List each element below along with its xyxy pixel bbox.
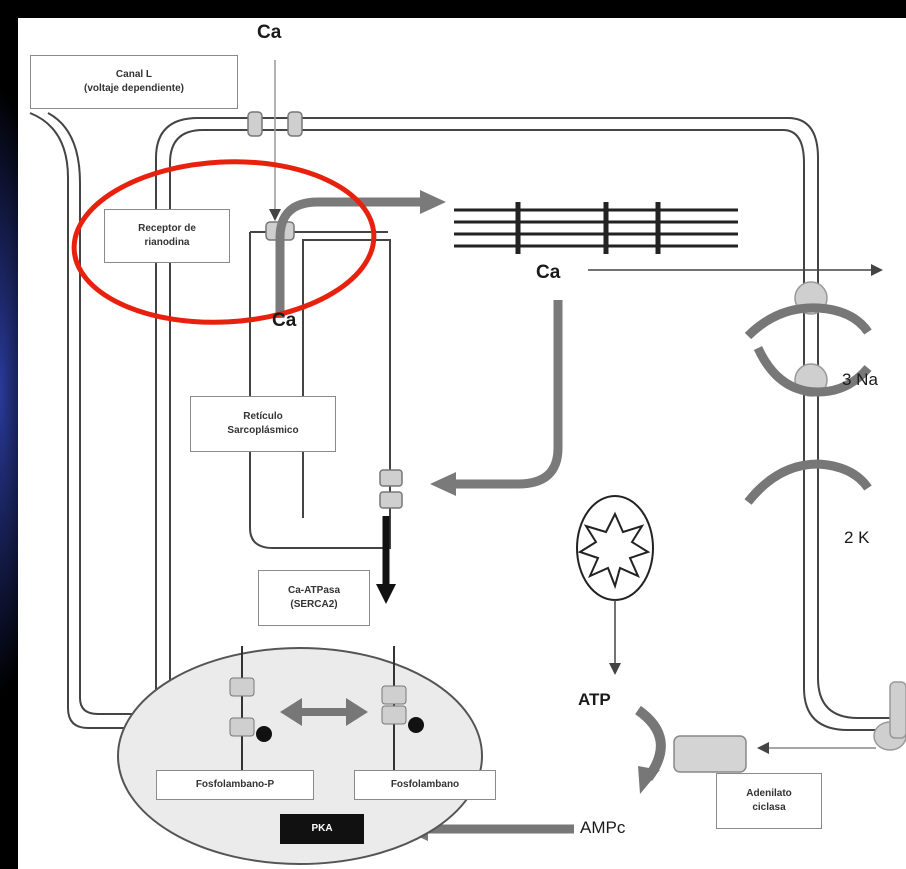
ca-reuptake-arrowhead xyxy=(430,472,456,496)
ca-atpasa-box: Ca-ATPasa(SERCA2) xyxy=(258,570,370,626)
reticulo-line2: Sarcoplásmico xyxy=(227,424,298,438)
atp-to-ampc-arrowhead xyxy=(638,766,660,794)
adenylate-cyclase-shape xyxy=(674,736,746,772)
serca-pump-upper xyxy=(380,470,402,486)
exchange-arrows xyxy=(748,308,868,502)
reticulo-line1: Retículo xyxy=(227,410,298,424)
ca-top-label: Ca xyxy=(257,22,281,44)
sodium-label: 3 Na xyxy=(842,370,878,390)
cardiomyocyte-diagram xyxy=(18,18,906,869)
potassium-label: 2 K xyxy=(844,528,870,548)
ca-release-arrowhead xyxy=(420,190,446,214)
adenilato-line1: Adenilato xyxy=(746,787,792,801)
adenilato-line2: ciclasa xyxy=(746,801,792,815)
cell-membrane xyxy=(30,113,906,730)
canal-l-box: Canal L(voltaje dependiente) xyxy=(30,55,238,109)
ca-atpasa-line2: (SERCA2) xyxy=(288,598,340,612)
receptor-line2: rianodina xyxy=(138,236,196,250)
mitochondrion-icon xyxy=(577,496,653,600)
ca-cytosol-label: Ca xyxy=(536,262,560,284)
sarcoplasmic-reticulum xyxy=(250,232,390,548)
sarcomere xyxy=(454,202,738,254)
receptor-line1: Receptor de xyxy=(138,222,196,236)
serca-pump-lower xyxy=(380,492,402,508)
ca-reuptake-arrow xyxy=(453,300,558,484)
ca-sr-release-label: Ca xyxy=(272,310,296,332)
ca-release-arrow xyxy=(280,202,423,318)
fosfolambano-box: Fosfolambano xyxy=(354,770,496,800)
ampc-label: AMPc xyxy=(580,818,625,838)
ca-atpasa-line1: Ca-ATPasa xyxy=(288,584,340,598)
pka-box: PKA xyxy=(280,814,364,844)
canal-l-line1: Canal L xyxy=(84,68,184,82)
canal-l-line2: (voltaje dependiente) xyxy=(84,82,184,96)
fosfolambano-p-box: Fosfolambano-P xyxy=(156,770,314,800)
serca-phosphorylation-arrowhead xyxy=(376,584,396,604)
diagram-panel: Ca Ca Ca 3 Na 2 K ATP AMPc Canal L(volta… xyxy=(18,18,906,869)
atp-label: ATP xyxy=(578,690,611,710)
ion-transporters xyxy=(795,282,906,750)
